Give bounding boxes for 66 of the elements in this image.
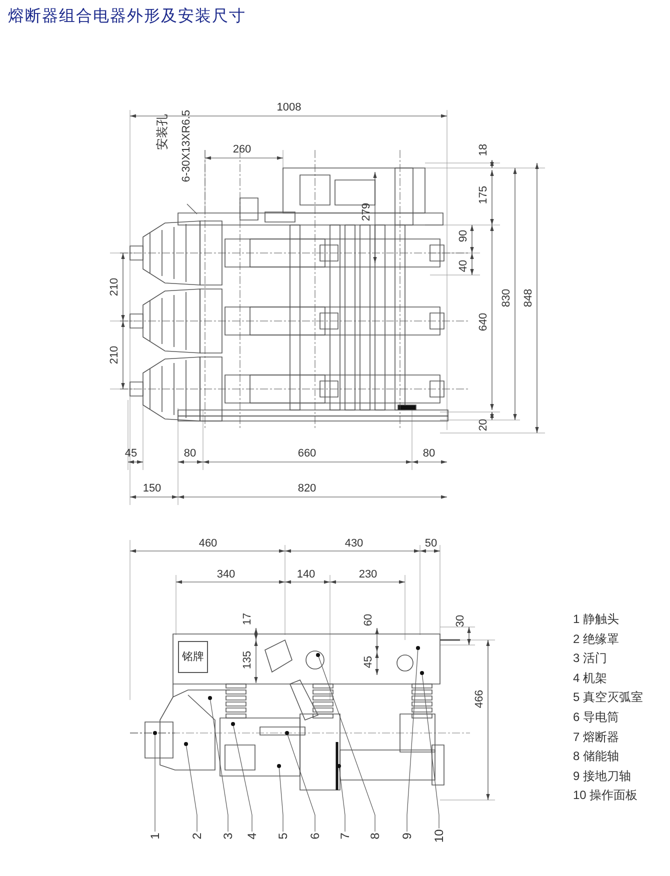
dimension-label: 340	[216, 570, 236, 580]
dimension-label: 17	[242, 612, 254, 626]
part-list-item: 10 操作面板	[573, 789, 638, 802]
note-text: 安装孔	[156, 114, 168, 150]
leader-line	[277, 764, 284, 832]
dimension-label: 820	[298, 484, 316, 494]
leader-line	[337, 764, 346, 832]
dimension-label: 45	[124, 448, 138, 460]
dimension-label: 18	[478, 144, 490, 156]
dimension-label: 140	[296, 570, 316, 580]
dimension-label: 230	[358, 570, 378, 580]
note-text: 6-30X13XR6.5	[182, 110, 192, 182]
dimension-label: 135	[242, 650, 254, 670]
leader-line	[420, 671, 440, 829]
dimension-label: 60	[364, 614, 374, 626]
dimension-label: 80	[422, 448, 436, 460]
dimension-label: 210	[110, 278, 120, 296]
nameplate: 铭牌	[178, 641, 208, 673]
leader-line	[153, 731, 157, 832]
leader-line	[184, 742, 198, 832]
dimension-label: 175	[478, 186, 490, 204]
part-list-item: 6 导电筒	[573, 711, 620, 723]
dimension-label: 848	[524, 288, 534, 308]
part-list-item: 4 机架	[573, 672, 608, 684]
callout-number: 6	[309, 832, 321, 840]
part-list-item: 9 接地刀轴	[573, 770, 632, 782]
callout-number: 3	[222, 832, 234, 840]
callout-number: 2	[191, 832, 203, 840]
dimension-label: 90	[458, 230, 470, 242]
part-list-item: 1 静触头	[573, 613, 620, 625]
leader-line	[186, 204, 198, 214]
dimension-label: 460	[198, 538, 218, 550]
leader-line	[406, 646, 420, 832]
title: 熔断器组合电器外形及安装尺寸	[8, 9, 246, 25]
leader-line	[231, 722, 252, 832]
dimension-label: 260	[232, 144, 252, 156]
dimension-label: 30	[456, 614, 466, 628]
callout-number: 1	[149, 832, 161, 840]
leader-line	[208, 696, 228, 832]
dimension-label: 20	[478, 418, 490, 432]
part-list-item: 8 储能轴	[573, 750, 620, 762]
dimension-label: 640	[478, 312, 490, 332]
callout-number: 5	[277, 832, 289, 840]
dimension-label: 150	[142, 484, 162, 494]
dimension-label: 430	[344, 538, 364, 550]
part-list-item: 7 熔断器	[573, 730, 620, 743]
callout-number: 8	[369, 832, 381, 840]
dimension-label: 660	[298, 448, 316, 460]
dimension-label: 1008	[276, 102, 302, 114]
dimension-label: 50	[424, 538, 438, 550]
leader-line	[285, 731, 316, 832]
dimension-label: 279	[362, 202, 372, 222]
dimension-label: 466	[474, 690, 486, 708]
dimension-label: 80	[184, 448, 196, 460]
dimension-label: 45	[364, 656, 374, 668]
part-list-item: 3 活门	[573, 652, 608, 664]
callout-number: 4	[246, 832, 258, 840]
callout-number: 9	[401, 832, 413, 840]
dimension-label: 830	[502, 288, 512, 308]
part-list-item: 5 真空灭弧室	[573, 691, 644, 704]
dimension-label: 210	[110, 346, 120, 364]
callout-number: 10	[433, 829, 445, 843]
callout-number: 7	[339, 832, 351, 840]
leader-line	[316, 653, 376, 832]
dimension-label: 40	[458, 260, 470, 272]
part-list-item: 2 绝缘罩	[573, 632, 620, 645]
